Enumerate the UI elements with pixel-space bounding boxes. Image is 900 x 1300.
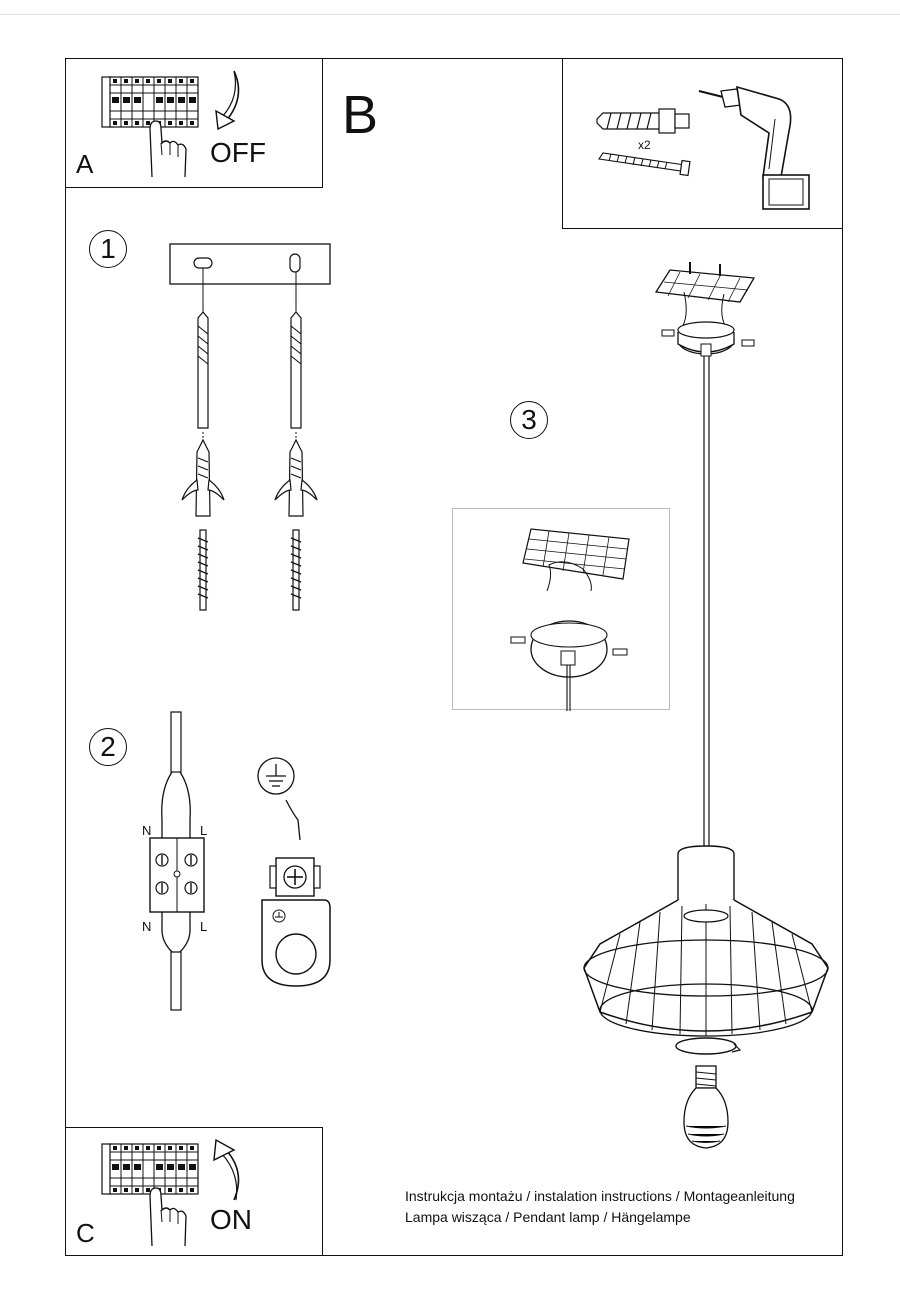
step-1-badge: 1 — [89, 230, 127, 268]
step-3-badge: 3 — [510, 401, 548, 439]
quantity-label: x2 — [638, 138, 651, 152]
power-off-label: OFF — [210, 137, 266, 168]
panel-a-power-off: OFF A — [65, 58, 323, 188]
circuit-breaker-icon — [101, 1143, 199, 1195]
arrow-up-icon — [213, 1138, 240, 1201]
canopy-detail-inset — [452, 508, 670, 711]
canopy-detail-illustration — [510, 528, 630, 711]
power-on-label: ON — [210, 1204, 252, 1235]
caption-line-1: Instrukcja montażu / instalation instruc… — [405, 1188, 795, 1204]
panel-c-power-on: ON C — [65, 1127, 323, 1256]
wire-label-neutral-top: N — [142, 823, 152, 838]
step-2-badge: 2 — [89, 728, 127, 766]
wire-label-neutral-bottom: N — [142, 919, 152, 934]
page-top-rule — [0, 14, 900, 15]
panel-b-letter: B — [342, 85, 379, 145]
panel-c-letter: C — [76, 1218, 95, 1248]
wall-plug-icon — [596, 108, 690, 134]
wire-label-live-top: L — [200, 823, 208, 838]
tools-panel — [562, 58, 843, 229]
wire-label-live-bottom: L — [200, 919, 208, 934]
instruction-sheet-frame — [65, 58, 843, 1256]
panel-a-letter: A — [76, 149, 94, 179]
circuit-breaker-icon — [101, 76, 199, 128]
caption-line-2: Lampa wisząca / Pendant lamp / Hängelamp… — [405, 1209, 691, 1225]
hand-icon — [149, 120, 187, 178]
arrow-down-icon — [215, 70, 240, 131]
drill-icon — [698, 85, 810, 210]
hand-icon — [149, 1187, 187, 1247]
screw-icon — [598, 152, 691, 177]
